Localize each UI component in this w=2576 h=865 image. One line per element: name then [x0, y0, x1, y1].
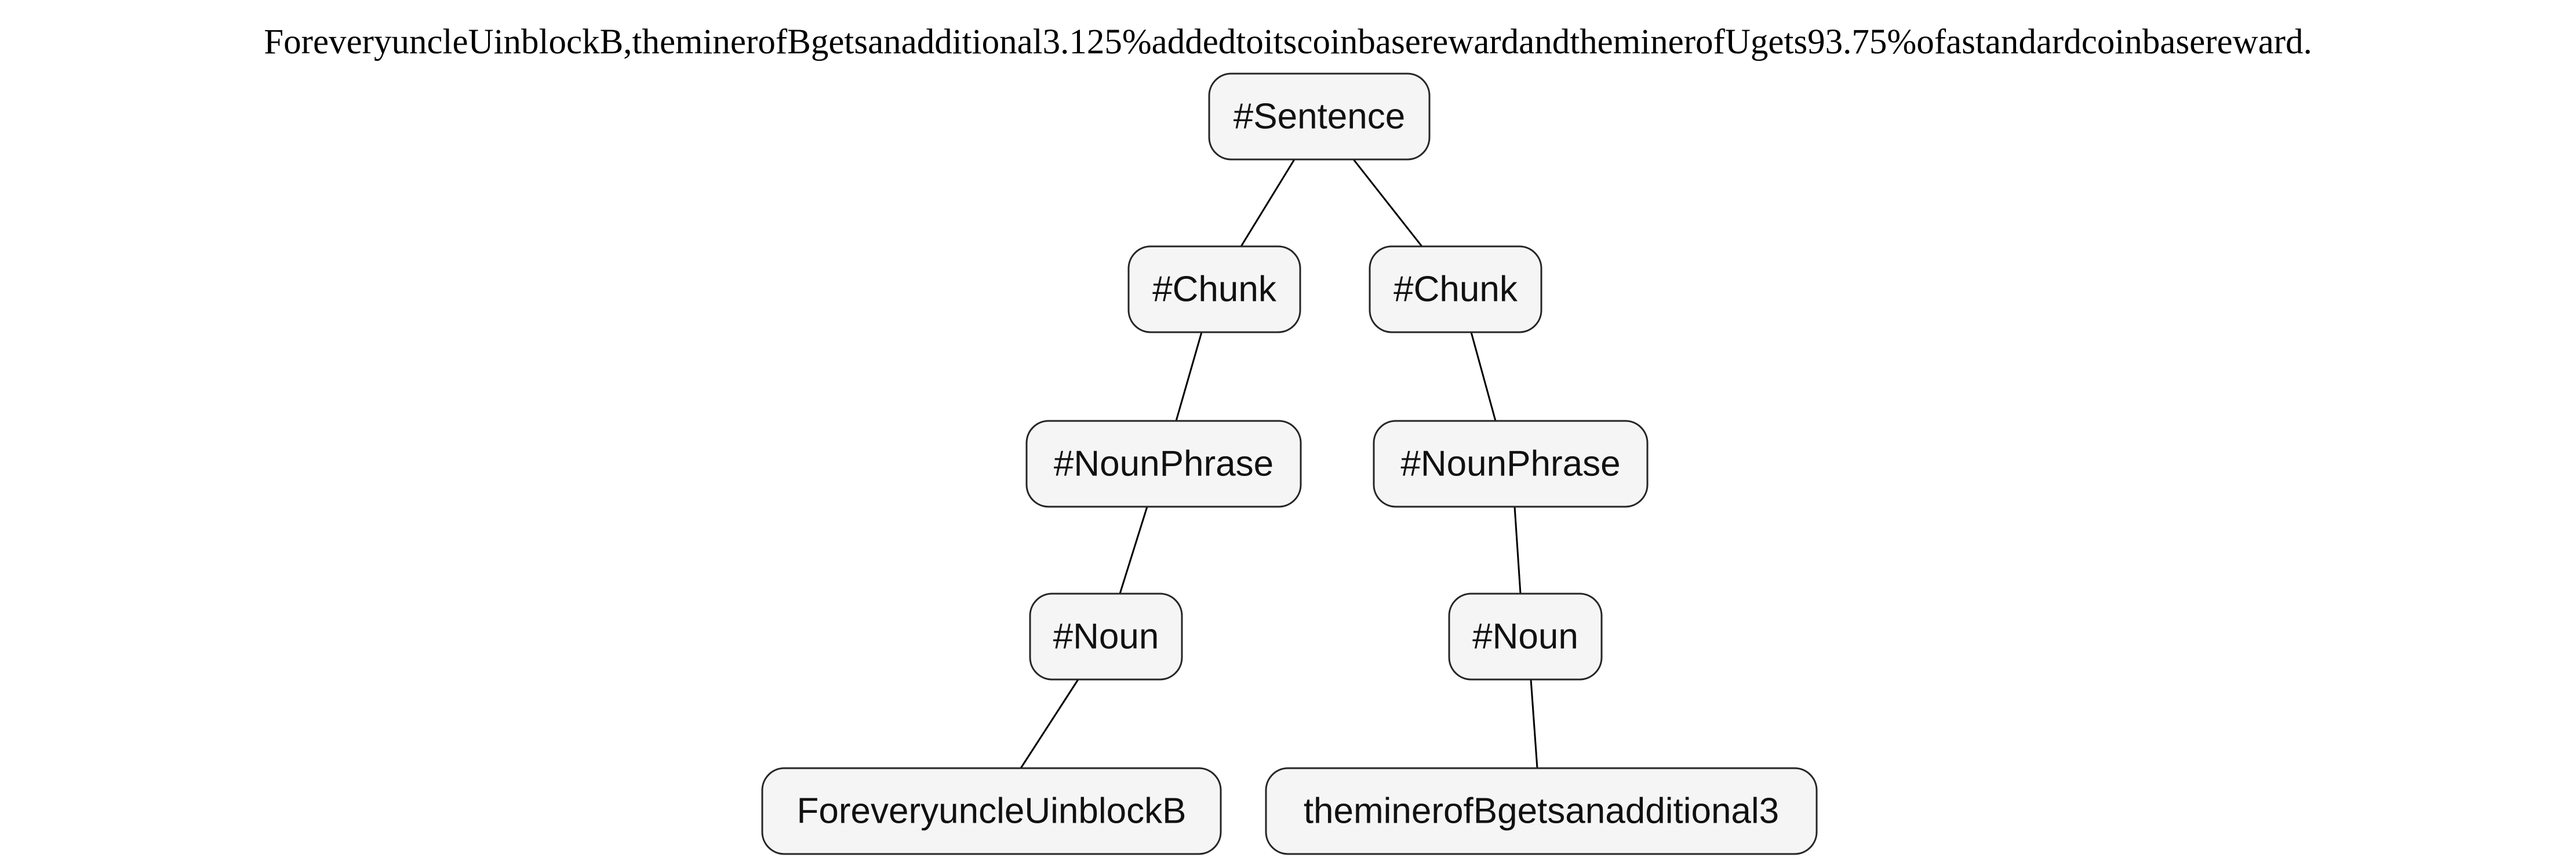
node-label: theminerofBgetsanadditional3: [1304, 791, 1779, 831]
node-box: [761, 767, 1222, 855]
node-label: #Sentence: [1234, 97, 1405, 137]
node-box: [1127, 245, 1301, 333]
edge-sentence-to-chunk-1: [1240, 159, 1296, 247]
node-nounphrase-2: #NounPhrase: [1373, 420, 1649, 508]
node-sentence: #Sentence: [1208, 72, 1431, 161]
node-box: [1025, 420, 1302, 508]
node-label: #Chunk: [1393, 270, 1518, 310]
edge-nounphrase-1-to-noun-1: [1119, 506, 1148, 594]
edge-nounphrase-2-to-noun-2: [1513, 506, 1522, 594]
node-nounphrase-1: #NounPhrase: [1025, 420, 1302, 508]
node-box: [1208, 72, 1431, 161]
node-leaf-1: ForeveryuncleUinblockB: [761, 767, 1222, 855]
tree-edges: [1020, 159, 1538, 769]
node-box: [1265, 767, 1818, 855]
edge-chunk-1-to-nounphrase-1: [1175, 332, 1203, 421]
node-chunk-1: #Chunk: [1127, 245, 1301, 333]
node-noun-1: #Noun: [1029, 593, 1183, 681]
node-box: [1369, 245, 1542, 333]
node-box: [1448, 593, 1603, 681]
node-box: [1029, 593, 1183, 681]
edge-chunk-2-to-nounphrase-2: [1470, 332, 1497, 421]
edge-noun-1-to-leaf-1: [1020, 679, 1079, 769]
edge-sentence-to-chunk-2: [1352, 159, 1423, 247]
node-leaf-2: theminerofBgetsanadditional3: [1265, 767, 1818, 855]
node-label: #NounPhrase: [1054, 444, 1274, 484]
node-label: #Noun: [1472, 617, 1578, 657]
node-label: #Chunk: [1152, 270, 1277, 310]
node-noun-2: #Noun: [1448, 593, 1603, 681]
tree-nodes: #Sentence #Chunk #Chunk #NounPhrase #NounPhr…: [761, 72, 1818, 855]
edge-noun-2-to-leaf-2: [1530, 679, 1538, 769]
node-label: #NounPhrase: [1400, 444, 1620, 484]
node-box: [1373, 420, 1649, 508]
node-chunk-2: #Chunk: [1369, 245, 1542, 333]
sentence-text: ForeveryuncleUinblockB,theminerofBgetsan…: [264, 23, 2312, 61]
node-label: #Noun: [1053, 617, 1159, 657]
node-label: ForeveryuncleUinblockB: [797, 791, 1187, 831]
